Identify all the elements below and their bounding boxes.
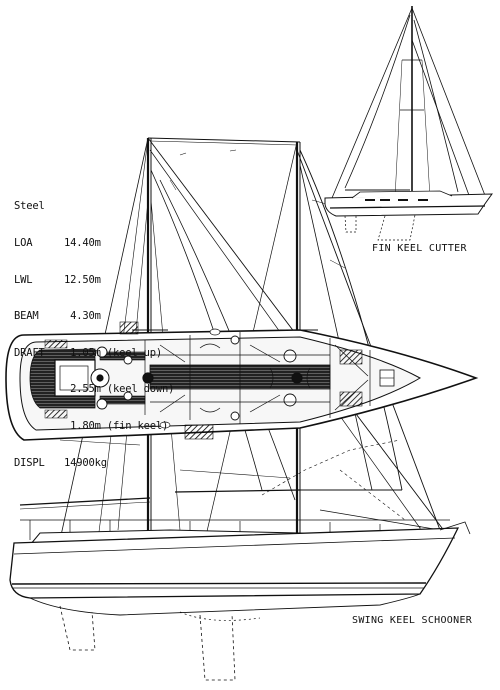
- spec-row-draft: DRAFT 1.05m (keel up): [14, 347, 174, 359]
- fin-keel-cutter-caption: FIN KEEL CUTTER: [372, 243, 467, 254]
- cutter-drawing: [324, 6, 493, 241]
- spec-label: BEAM: [14, 310, 39, 323]
- spec-value: 1.80m (fin keel): [64, 420, 169, 433]
- spec-value: 4.30m: [64, 310, 101, 323]
- spec-row-beam: BEAM 4.30m: [14, 310, 174, 322]
- spec-row-displ: DISPL 14900kg: [14, 457, 174, 469]
- spec-value: 1.05m (keel up): [64, 346, 162, 359]
- spec-row-draft-fin: 1.80m (fin keel): [14, 420, 174, 432]
- spec-value: 2.55m (keel down): [64, 383, 175, 396]
- spec-label: DRAFT: [14, 346, 45, 359]
- spec-row-draft-down: 2.55m (keel down): [14, 383, 174, 395]
- spec-value: 14900kg: [64, 456, 107, 469]
- spec-label: LOA: [14, 237, 33, 250]
- swing-keel-schooner-caption: SWING KEEL SCHOONER: [352, 615, 473, 626]
- spec-value: 14.40m: [64, 237, 101, 250]
- specifications-block: Steel LOA 14.40m LWL 12.50m BEAM 4.30m DRA…: [14, 176, 174, 481]
- spec-label: DISPL: [14, 456, 45, 469]
- spec-row-lwl: LWL 12.50m: [14, 274, 174, 286]
- deck-plan: [5, 321, 479, 441]
- spec-label: LWL: [14, 273, 33, 286]
- spec-label: [14, 383, 64, 395]
- schooner-hull-profile: [9, 519, 471, 681]
- spec-label: [14, 420, 64, 432]
- spec-value: 12.50m: [64, 273, 101, 286]
- spec-row-loa: LOA 14.40m: [14, 237, 174, 249]
- spec-material: Steel: [14, 200, 45, 213]
